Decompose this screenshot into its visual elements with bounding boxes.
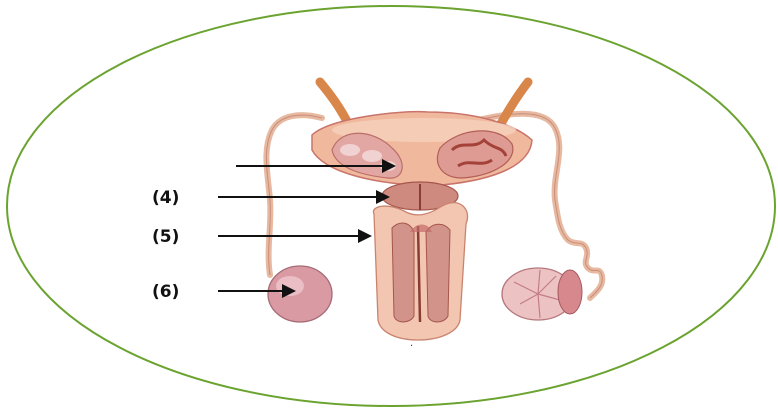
arrow-6 xyxy=(218,284,296,298)
right-testis xyxy=(502,268,582,320)
arrow-5 xyxy=(218,229,372,243)
label-4: (4) xyxy=(152,188,179,208)
arrow-4 xyxy=(218,190,390,204)
label-5: (5) xyxy=(152,227,179,247)
footnote-mark: . xyxy=(410,338,413,349)
label-6: (6) xyxy=(152,282,179,302)
left-testis xyxy=(268,266,332,322)
